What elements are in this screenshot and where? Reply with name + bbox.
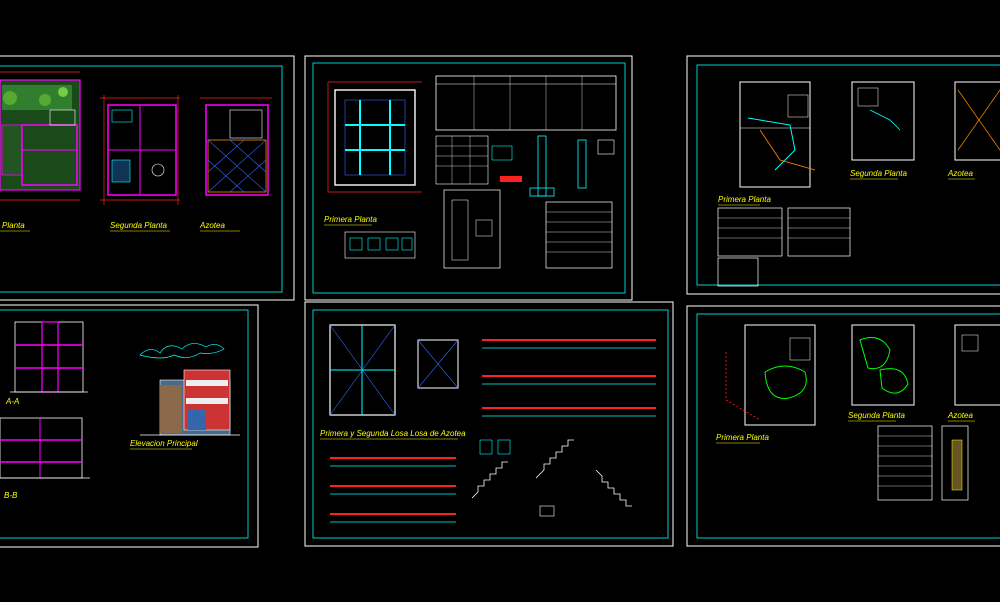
electrical-legend-tables [877,425,969,501]
reinforcement-table [435,135,615,197]
label-roof: Azotea [199,221,225,230]
label-second-floor: Segunda Planta [110,221,167,230]
label-sanitary-second-floor: Segunda Planta [850,169,907,178]
roof-plan: Azotea [199,97,272,232]
electrical-second-floor: Segunda Planta [848,324,915,422]
column-schedule-table [435,75,617,131]
sanitary-first-floor: Primera Planta [718,81,816,206]
stair-details [471,439,632,517]
sanitary-legend-tables [717,207,851,287]
label-electrical-second-floor: Segunda Planta [848,411,905,420]
label-first-floor-foundation: Primera Planta [324,215,377,224]
slab-plan: Primera y Segunda Losa Losa de Azotea [320,324,466,440]
sanitary-roof: Azotea [947,81,1000,180]
label-electrical-first-floor: Primera Planta [716,433,769,442]
electrical-roof: Azotea [947,324,1000,422]
label-sanitary-roof: Azotea [947,169,973,178]
footing-details [344,231,416,259]
beam-details [330,339,656,523]
sheet-architecture-plans[interactable]: Planta Segunda Planta Azotea [0,55,295,301]
label-sanitary-first-floor: Primera Planta [718,195,771,204]
sheet-electrical-installations[interactable]: Primera Planta Segunda Planta Azotea [686,305,1000,547]
label-section-a-a: A-A [5,397,19,406]
label-main-elevation: Elevacion Principal [130,439,198,448]
sheet-sanitary-installations[interactable]: Primera Planta Segunda Planta Azotea [686,55,1000,295]
label-slabs: Primera y Segunda Losa Losa de Azotea [320,429,466,438]
label-section-b-b: B-B [4,491,18,500]
sheet-structural-slabs[interactable]: Primera y Segunda Losa Losa de Azotea [304,301,674,547]
label-first-floor: Planta [2,221,25,230]
sheet-sections-elevation[interactable]: A-A B-B Elevacion Principal [0,304,259,548]
sanitary-second-floor: Segunda Planta [850,81,915,180]
foundation-plan: Primera Planta [324,81,422,226]
sheet-structural-foundations[interactable]: Primera Planta [304,55,633,301]
main-elevation: Elevacion Principal [130,343,240,450]
label-electrical-roof: Azotea [947,411,973,420]
first-floor-plan: Planta [0,71,81,232]
second-floor-plan: Segunda Planta [100,95,180,232]
detail-boxes [443,189,613,269]
section-a-a: A-A [5,321,88,406]
section-b-b: B-B [0,417,90,500]
electrical-first-floor: Primera Planta [716,324,816,444]
